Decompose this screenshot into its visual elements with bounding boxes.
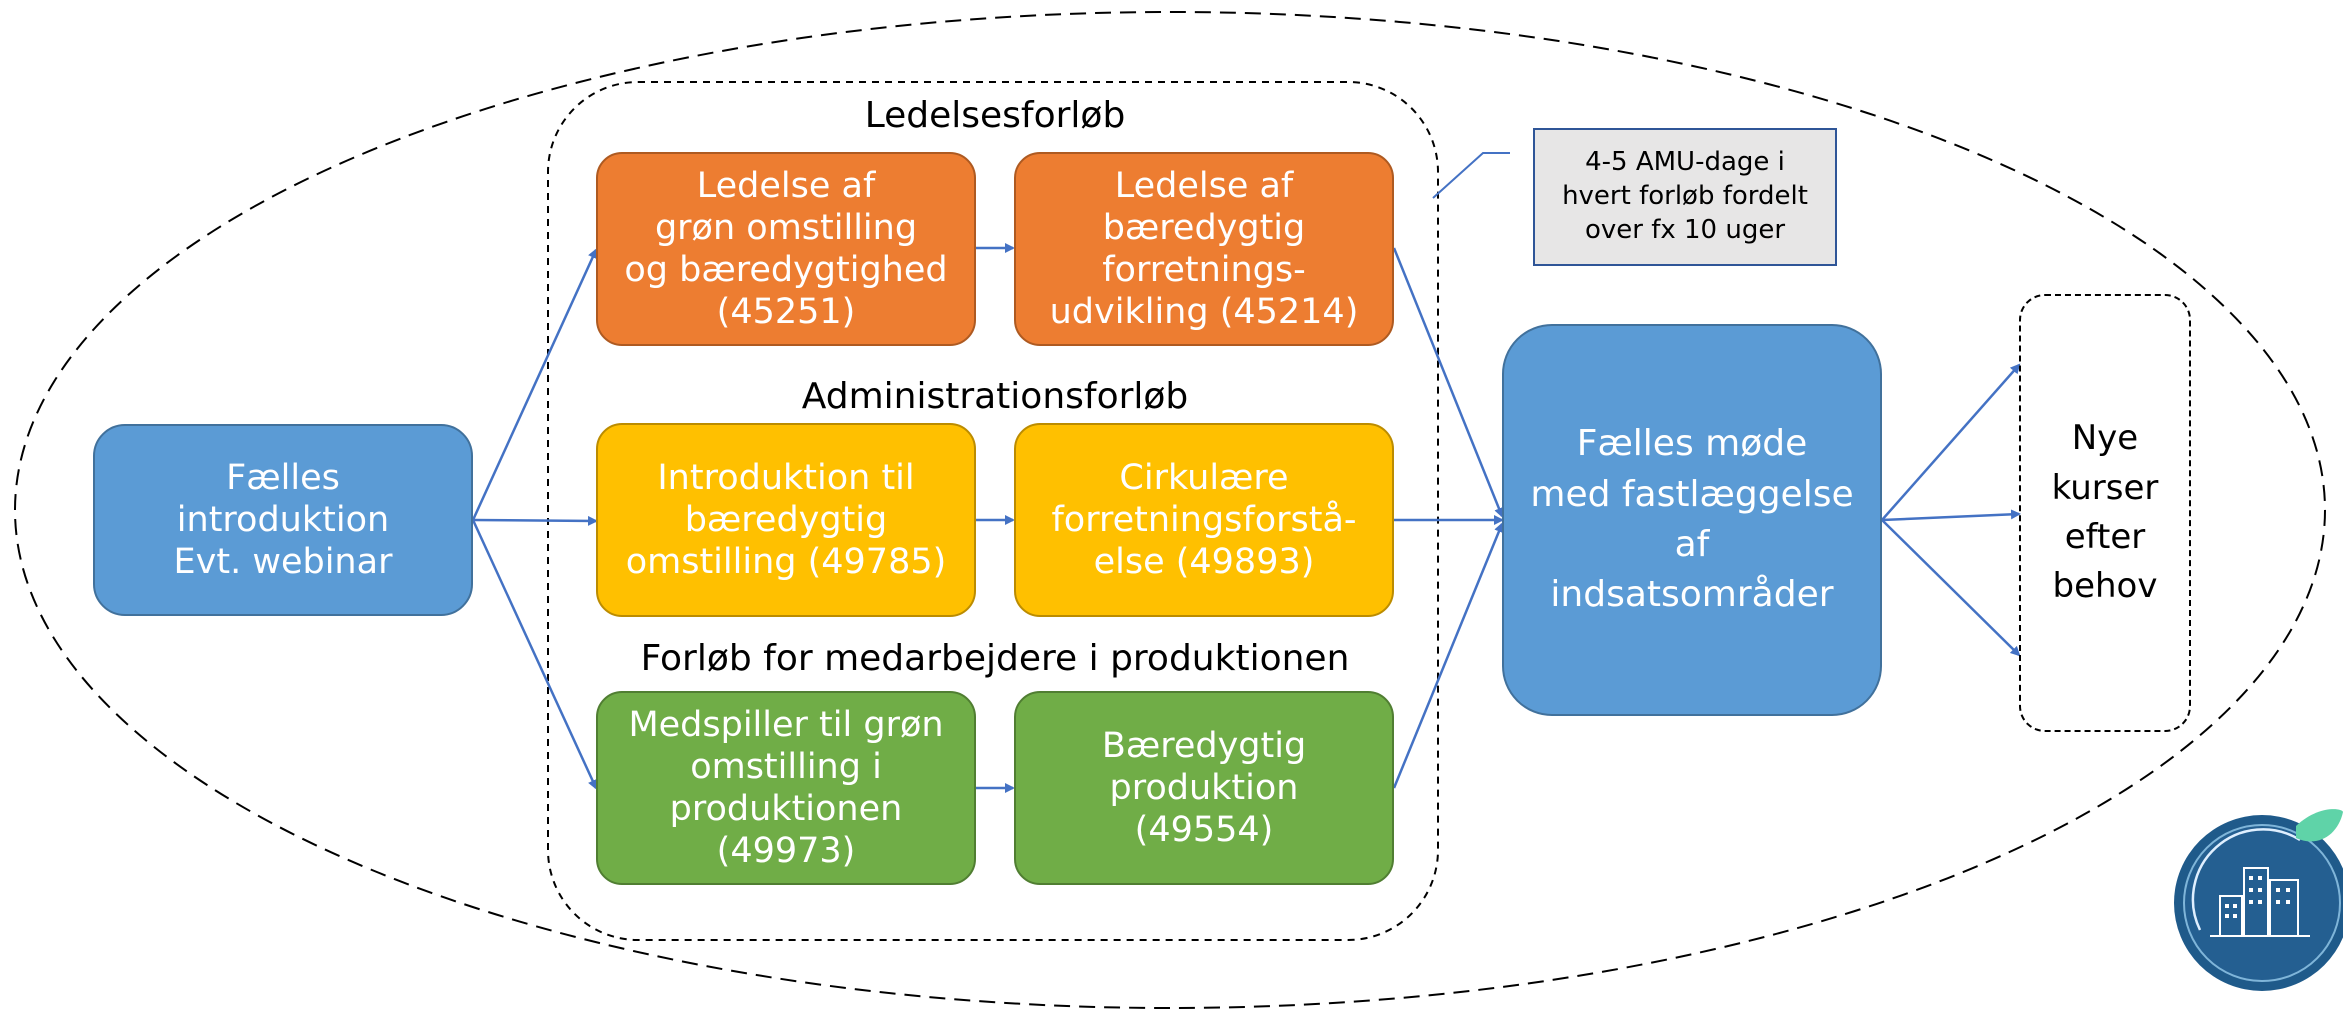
duration-note: 4-5 AMU-dage i hvert forløb fordelt over… xyxy=(1533,128,1837,266)
course-leadership-green-transition: Ledelse af grøn omstilling og bæredygtig… xyxy=(596,152,976,346)
outer-dashed-ellipse xyxy=(14,11,2326,1009)
course-sustainable-production: Bæredygtig produktion (49554) xyxy=(1014,691,1394,885)
course-intro-sustainable-transition: Introduktion til bæredygtig omstilling (… xyxy=(596,423,976,617)
arrow-intro-to-production xyxy=(471,519,598,790)
courses-dashed-frame xyxy=(547,81,1439,941)
arrow-production-to-meeting xyxy=(1392,522,1504,789)
city-buildings-leaf-icon xyxy=(2174,809,2343,991)
arrow-meeting-to-new-middle xyxy=(1881,509,2021,522)
new-courses-box: Nye kurser efter behov xyxy=(2019,294,2191,732)
arrow-leadership-to-meeting xyxy=(1392,247,1504,518)
joint-meeting-box: Fælles møde med fastlæggelse af indsatso… xyxy=(1502,324,1882,716)
course-green-transition-production: Medspiller til grøn omstilling i produkt… xyxy=(596,691,976,885)
arrow-meeting-to-new-lower xyxy=(1881,519,2021,657)
group-label-leadership: Ledelsesforløb xyxy=(864,95,1126,136)
arrow-intro-to-leadership xyxy=(471,248,598,521)
group-label-production: Forløb for medarbejdere i produktionen xyxy=(640,638,1350,679)
arrow-meeting-to-new-upper xyxy=(1881,363,2021,521)
note-callout-line xyxy=(1432,152,1510,199)
connector-arrows xyxy=(471,243,2021,793)
course-circular-business-understanding: Cirkulære forretningsforstå- else (49893… xyxy=(1014,423,1394,617)
intro-box: Fælles introduktion Evt. webinar xyxy=(93,424,473,616)
arrow-intro-to-admin xyxy=(472,515,598,526)
group-label-administration: Administrationsforløb xyxy=(801,376,1189,417)
course-leadership-sustainable-business: Ledelse af bæredygtig forretnings- udvik… xyxy=(1014,152,1394,346)
